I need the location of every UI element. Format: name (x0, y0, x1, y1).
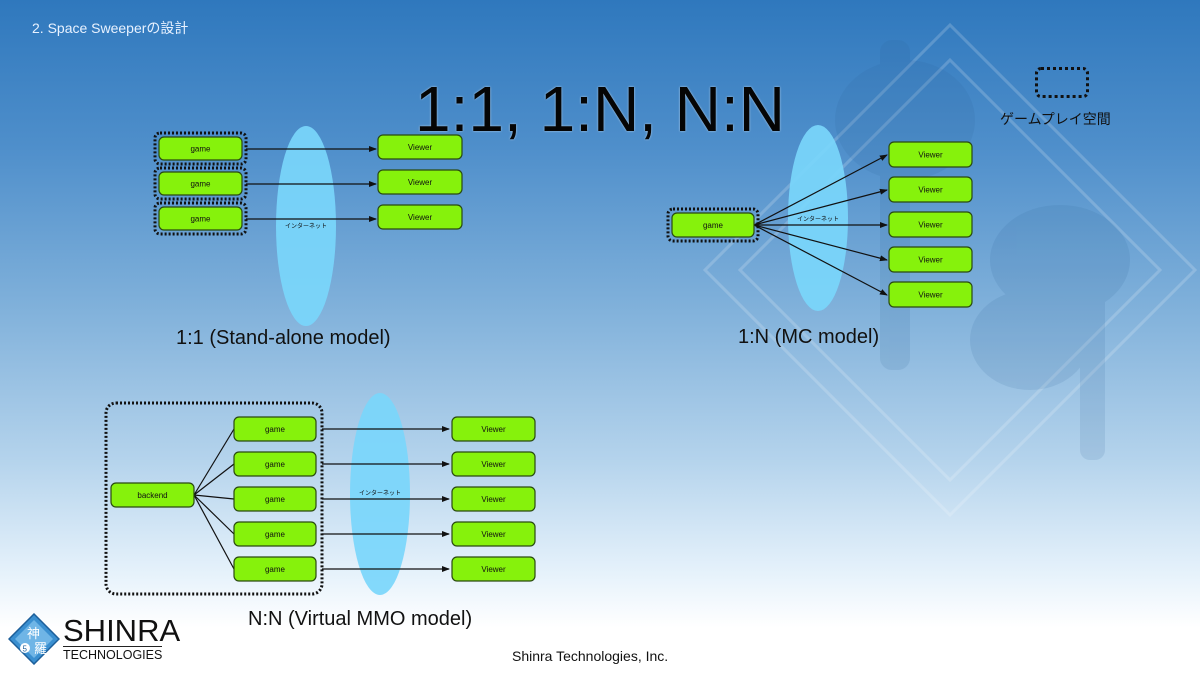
viewer-node-one-to-one: Viewer (377, 169, 463, 195)
viewer-node-n-to-n: Viewer (451, 521, 536, 547)
game-node-n-to-n: game (233, 451, 317, 477)
game-node-n-to-n-label: game (265, 495, 286, 504)
viewer-node-one-to-n: Viewer (888, 246, 973, 273)
caption-one-to-one: 1:1 (Stand-alone model) (176, 327, 391, 349)
viewer-node-n-to-n: Viewer (451, 556, 536, 582)
gameplay-space-border (153, 201, 248, 236)
connection-arrow (753, 154, 888, 226)
logo-subtitle: TECHNOLOGIES (63, 646, 163, 662)
game-node-one-to-one: game (153, 166, 248, 201)
viewer-node-n-to-n: Viewer (451, 486, 536, 512)
viewer-node-n-to-n-label: Viewer (481, 425, 506, 434)
game-node-one-to-one-label: game (190, 180, 211, 189)
svg-text:5: 5 (23, 645, 28, 654)
viewer-node-one-to-one: Viewer (377, 134, 463, 160)
viewer-node-one-to-n-label: Viewer (918, 221, 943, 230)
game-node-one-to-n-label: game (703, 221, 724, 230)
game-node-one-to-one-label: game (190, 145, 211, 154)
caption-n-to-n: N:N (Virtual MMO model) (248, 608, 473, 630)
game-node-one-to-n: game (666, 207, 760, 243)
gameplay-space-border (666, 207, 760, 243)
viewer-node-n-to-n-label: Viewer (481, 565, 506, 574)
viewer-node-n-to-n-label: Viewer (481, 460, 506, 469)
viewer-node-one-to-n: Viewer (888, 176, 973, 203)
connection-arrow (753, 188, 888, 226)
game-node-n-to-n: game (233, 521, 317, 547)
backend-link (193, 494, 235, 535)
viewer-node-one-to-n: Viewer (888, 281, 973, 308)
viewer-node-n-to-n: Viewer (451, 451, 536, 477)
game-node-one-to-one-label: game (190, 215, 211, 224)
viewer-node-one-to-n-label: Viewer (918, 256, 943, 265)
watermark-diamond-outer (702, 22, 1198, 518)
gameplay-space-border (153, 166, 248, 201)
backend-node-label: backend (137, 491, 167, 500)
svg-text:神: 神 (27, 626, 40, 641)
viewer-node-n-to-n-label: Viewer (481, 530, 506, 539)
gameplay-space-border-n-to-n (104, 401, 324, 596)
gameplay-space-border (153, 131, 248, 166)
backend-link (193, 494, 235, 500)
viewer-node-one-to-one-label: Viewer (408, 143, 433, 152)
viewer-node-one-to-one-label: Viewer (408, 213, 433, 222)
game-node-n-to-n-label: game (265, 530, 286, 539)
viewer-node-one-to-n: Viewer (888, 211, 973, 238)
footer-company: Shinra Technologies, Inc. (512, 648, 669, 664)
caption-one-to-n: 1:N (MC model) (738, 326, 880, 348)
viewer-node-one-to-n-label: Viewer (918, 151, 943, 160)
backend-link (193, 428, 235, 496)
game-node-n-to-n-label: game (265, 425, 286, 434)
internet-ellipse-n-to-n-label: インターネット (359, 489, 401, 497)
game-node-n-to-n: game (233, 556, 317, 582)
internet-ellipse-one-to-n-label: インターネット (797, 215, 839, 223)
viewer-node-n-to-n: Viewer (451, 416, 536, 442)
logo-wordmark: SHINRA (63, 613, 181, 648)
internet-ellipse-n-to-n (350, 393, 410, 595)
game-node-n-to-n: game (233, 416, 317, 442)
legend-gameplay-space-swatch (1035, 67, 1089, 98)
viewer-node-one-to-n-label: Viewer (918, 186, 943, 195)
game-node-n-to-n-label: game (265, 460, 286, 469)
backend-link (193, 463, 235, 496)
internet-ellipse-one-to-one-label: インターネット (285, 222, 327, 230)
game-node-n-to-n-label: game (265, 565, 286, 574)
game-node-n-to-n: game (233, 486, 317, 512)
viewer-node-one-to-n-label: Viewer (918, 291, 943, 300)
legend-gameplay-space-label: ゲームプレイ空間 (1000, 112, 1111, 128)
shinra-logo-emblem: 神 羅 5 (7, 612, 61, 666)
viewer-node-one-to-n: Viewer (888, 141, 973, 168)
game-node-one-to-one: game (153, 131, 248, 166)
viewer-node-one-to-one-label: Viewer (408, 178, 433, 187)
page-title: 1:1, 1:N, N:N (415, 73, 785, 145)
svg-text:羅: 羅 (34, 641, 47, 656)
viewer-node-n-to-n-label: Viewer (481, 495, 506, 504)
game-node-one-to-one: game (153, 201, 248, 236)
connection-arrow (753, 224, 888, 296)
internet-ellipse-one-to-n (788, 125, 848, 311)
internet-ellipse-one-to-one (276, 126, 336, 326)
connection-arrow (753, 224, 888, 262)
section-title: 2. Space Sweeperの設計 (32, 20, 189, 36)
viewer-node-one-to-one: Viewer (377, 204, 463, 230)
backend-link (193, 494, 235, 570)
backend-node: backend (110, 482, 195, 508)
